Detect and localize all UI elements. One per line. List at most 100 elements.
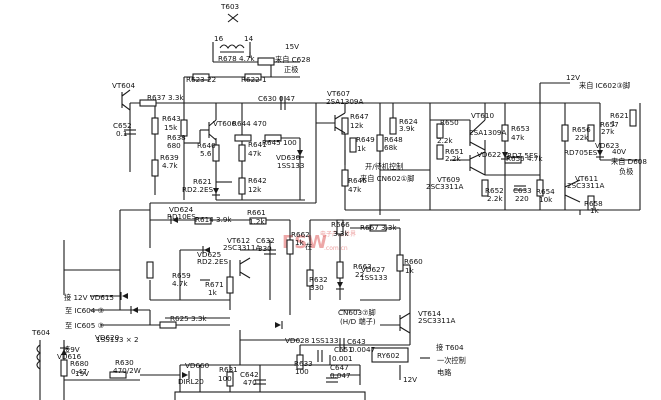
label-r641v: 47k [248,149,262,158]
label-r645: R645 100 [262,138,297,147]
label-hd: (H/D 端子) [340,317,376,326]
label-r630v: 470/2W [113,366,141,375]
label-r622: R622 1 [241,75,267,84]
label-r655: R655 4.7k [506,154,543,163]
label-r650v: 2.2k [437,136,453,145]
vd625 [202,246,210,254]
c643 [339,338,345,352]
r625 [159,321,177,329]
label-r640v: 5.6 [200,149,212,158]
r651 [436,144,444,160]
r648 [376,134,384,152]
label-r639: R639 [160,153,179,162]
label-r666v: 3.3k [333,229,349,238]
ry602-box [371,347,409,363]
r678 [257,57,275,66]
vt611 [564,179,581,203]
label-vt610m: 2SA1309A [469,128,506,137]
r661 [249,217,267,225]
label-c628b: 正极 [284,65,298,74]
label-r624v: 3.9k [399,124,415,133]
label-c642v: 470 [243,378,257,387]
c652 [124,129,136,135]
r656 [561,124,569,142]
label-r648v: 68k [384,143,398,152]
r624 [389,117,397,135]
label-r647: R647 [350,112,369,121]
label-rd75es: RD7.5ES [507,151,539,160]
label-r653v: 47k [511,133,525,142]
vd616 [60,347,68,355]
label-c651v: 0.001 [332,354,353,363]
label-vt611m: 2SC3311A [567,181,604,190]
label-t603-14: 14 [244,34,254,43]
vd615 [120,292,128,300]
r654 [536,179,544,197]
r680 [60,359,68,377]
label-r646: R646 [348,176,367,185]
label-r624: R624 [399,117,418,126]
label-vd616: VD616 [57,352,82,361]
label-kai1: 开/待机控制 [365,162,403,171]
label-r652v: 2.2k [487,194,503,203]
label-c632: C632 [256,236,275,245]
label-c647: C647 [330,363,349,372]
r646 [341,169,349,187]
label-c642: C642 [240,370,259,379]
label-ic605: 至 IC605 ③ [65,321,104,330]
label-r662v: 1k [295,238,305,247]
label-c643: C643 [347,337,366,346]
r645 [264,134,282,142]
r632 [306,269,314,287]
label-r643: R643 [162,114,181,123]
vt612 [239,257,251,279]
rd22es [212,188,220,196]
label-vd627: VD627 [361,265,385,274]
label-vt604: VT604 [112,81,135,90]
label-r654v: 10k [539,195,553,204]
r639 [151,159,159,177]
label-jt604b: 一次控制 [437,356,466,365]
label-r643v: 15k [164,123,178,132]
vt610 [469,119,486,151]
label-v15: 15V [285,42,299,51]
label-r648: R648 [384,135,403,144]
label-r632v: 330 [310,283,324,292]
label-r647v: 12k [350,121,364,130]
r650 [436,123,444,139]
label-v19: 19V [75,369,89,378]
label-vd620: VD620 [95,333,120,342]
label-vt607: VT607 [327,89,350,98]
label-r642: R642 [248,176,267,185]
r652 [481,179,489,197]
label-r671: R671 [205,280,224,289]
label-r662: R662 [291,230,310,239]
ic-outline [174,391,366,400]
label-vt607m: 2SA1309A [326,97,363,106]
vt604 [121,89,131,111]
label-r661v: 1.2k [249,217,265,226]
label-vt609: VT609 [437,175,460,184]
label-r621bv: 1 [611,119,616,128]
r633 [296,354,304,370]
label-r663v: 22 [355,270,364,279]
label-r656v: 22k [575,133,589,142]
label-jt604a: 接 T604 [436,343,464,352]
c630 [280,96,286,110]
label-vd627v: 1SS133 [360,273,387,282]
label-r651v: 2.2k [445,154,461,163]
vd620 [130,306,138,314]
r666 [336,219,344,235]
label-r658: R658 [584,199,603,208]
label-vd628v: 1SS133 [311,336,338,345]
label-c647v: 0.047 [330,371,351,380]
r621b [629,109,637,127]
label-r653: R653 [511,124,530,133]
label-r637: R637 3.3k [147,93,184,102]
vd623 [596,150,604,158]
r659 [146,261,154,279]
label-vt614m: 2SC3311A [418,316,455,325]
r643 [151,117,159,135]
vd660 [182,371,190,379]
r642 [238,177,246,195]
